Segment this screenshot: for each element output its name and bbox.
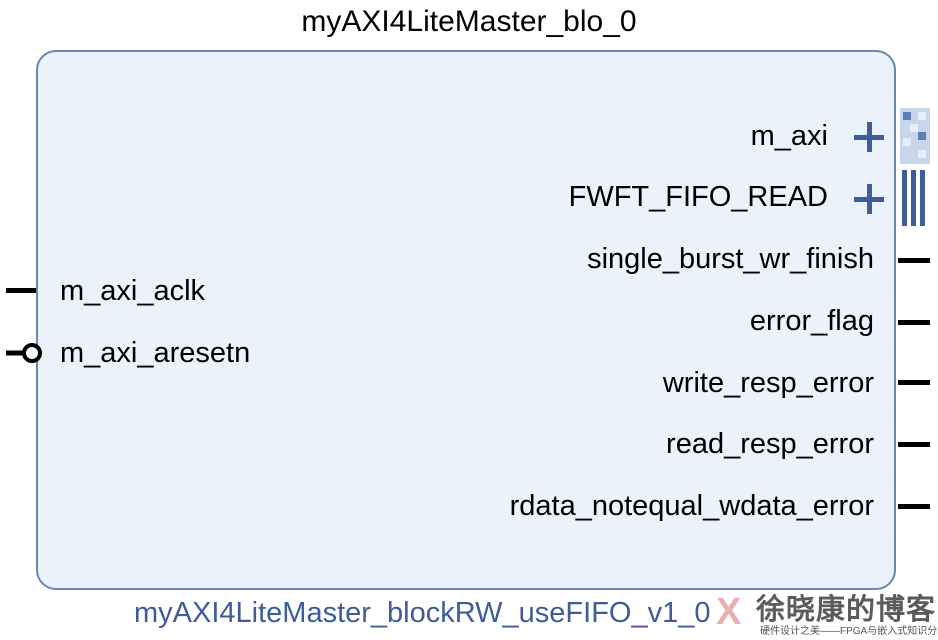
block-instance-name: myAXI4LiteMaster_blo_0: [301, 5, 637, 38]
watermark-subtitle: 硬件设计之美——FPGA与嵌入式知识分享: [760, 626, 938, 637]
m-axi-aresetn-pin[interactable]: [6, 340, 42, 366]
port-label-fwft-fifo-read: FWFT_FIFO_READ: [568, 181, 828, 213]
port-label-write-resp-error: write_resp_error: [662, 367, 874, 399]
m-axi-aclk-pin[interactable]: [6, 288, 36, 293]
port-label-m-axi-aresetn: m_axi_aresetn: [60, 337, 251, 369]
port-label-read-resp-error: read_resp_error: [666, 428, 874, 460]
port-label-m-axi-aclk: m_axi_aclk: [60, 275, 206, 307]
error-flag-pin[interactable]: [898, 320, 930, 325]
rdata-notequal-wdata-error-pin[interactable]: [898, 504, 930, 509]
ip-block[interactable]: [36, 50, 896, 590]
expand-interface-icon[interactable]: [852, 182, 886, 216]
read-resp-error-pin[interactable]: [898, 442, 930, 447]
port-label-single-burst-wr-finish: single_burst_wr_finish: [587, 243, 874, 275]
ip-core-name: myAXI4LiteMaster_blockRW_useFIFO_v1_0: [134, 597, 711, 629]
blog-watermark: X 徐晓康的博客 硬件设计之美——FPGA与嵌入式知识分享: [716, 592, 938, 640]
watermark-logo-icon: X: [716, 591, 742, 633]
expand-interface-icon[interactable]: [852, 120, 886, 154]
write-resp-error-pin[interactable]: [898, 380, 930, 385]
fwft-fifo-read-bus-connector[interactable]: [900, 170, 930, 226]
watermark-title: 徐晓康的博客: [756, 594, 937, 626]
port-label-m-axi: m_axi: [750, 120, 828, 152]
port-label-rdata-notequal-wdata-error: rdata_notequal_wdata_error: [509, 490, 874, 522]
port-label-error-flag: error_flag: [749, 305, 874, 337]
m-axi-bus-connector[interactable]: [900, 108, 930, 164]
single-burst-wr-finish-pin[interactable]: [898, 258, 930, 263]
